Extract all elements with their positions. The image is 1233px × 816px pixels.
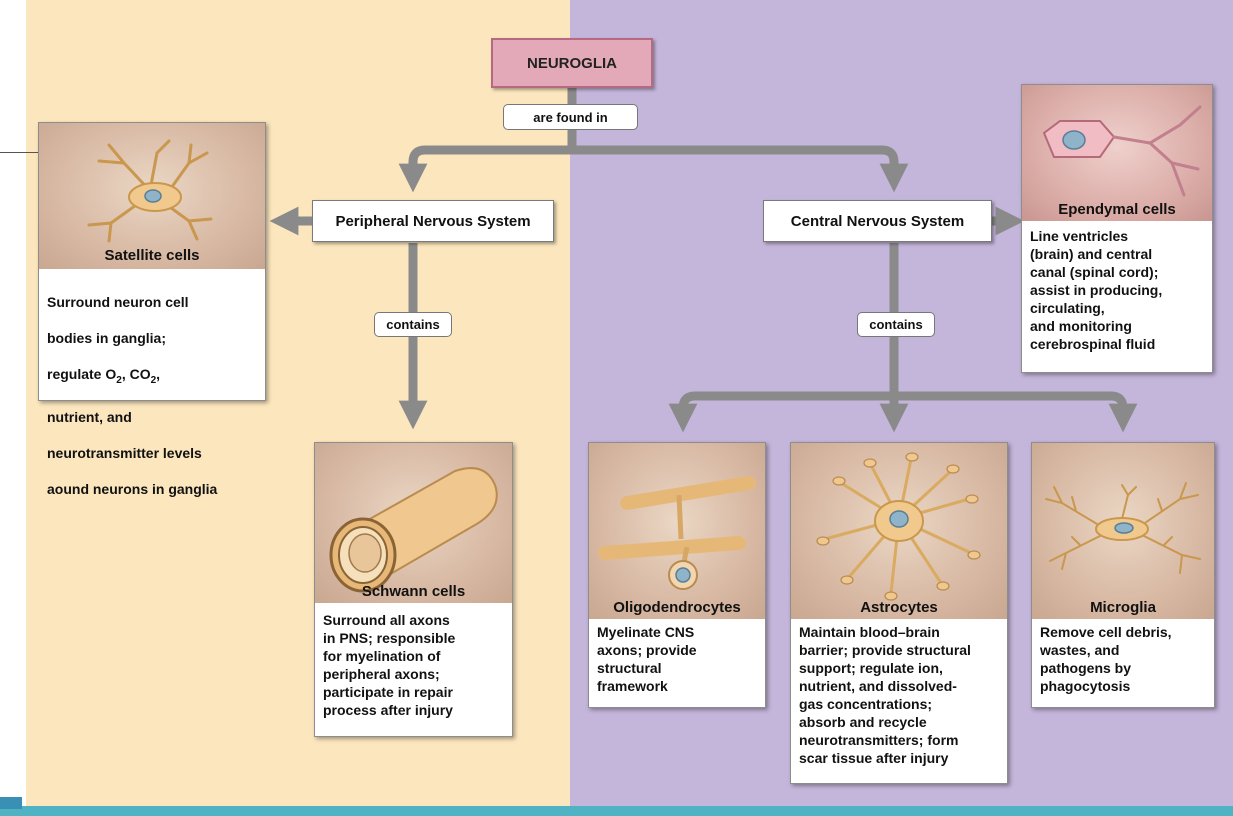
- schwann-cell-icon: [329, 467, 498, 593]
- arrow-cns-to-microglia: [894, 391, 1138, 433]
- card-oligodendrocytes: Oligodendrocytes Myelinate CNS axons; pr…: [588, 442, 766, 708]
- bottom-accent-bar: [0, 806, 1233, 816]
- arrow-branch-to-pns: [398, 145, 572, 193]
- bottom-accent-tab: [0, 797, 22, 809]
- card-schwann-cells: Schwann cells Surround all axons in PNS;…: [314, 442, 513, 737]
- astrocyte-icon: [816, 452, 981, 601]
- label-are-found-in: are found in: [503, 104, 638, 130]
- astrocytes-description: Maintain blood–brain barrier; provide st…: [799, 624, 971, 766]
- oligodendrocytes-name: Oligodendrocytes: [613, 599, 741, 616]
- astrocytes-name: Astrocytes: [860, 599, 938, 616]
- ependymal-cell-illustration: [1022, 85, 1212, 221]
- ependymal-cells-name: Ependymal cells: [1058, 201, 1176, 218]
- schwann-cell-illustration: [315, 443, 512, 603]
- card-ependymal-cells: Ependymal cells Line ventricles (brain) …: [1021, 84, 1213, 373]
- microglia-illustration: [1032, 443, 1214, 619]
- ependymal-cells-description: Line ventricles (brain) and central cana…: [1030, 228, 1163, 352]
- card-astrocytes: Astrocytes Maintain blood–brain barrier;…: [790, 442, 1008, 784]
- microglia-name: Microglia: [1090, 599, 1156, 616]
- microglia-icon: [1045, 482, 1201, 574]
- slide-rule: [0, 152, 44, 153]
- ependymal-cell-icon: [1042, 105, 1202, 197]
- arrow-cns-to-oligodendrocytes: [668, 391, 894, 433]
- arrow-branch-to-cns: [572, 145, 909, 193]
- title-neuroglia: NEUROGLIA: [491, 38, 653, 88]
- pns-box: Peripheral Nervous System: [312, 200, 554, 242]
- label-pns-contains: contains: [374, 312, 452, 337]
- card-microglia: Microglia Remove cell debris, wastes, an…: [1031, 442, 1215, 708]
- label-cns-contains: contains: [857, 312, 935, 337]
- satellite-cells-description: Surround neuron cell bodies in ganglia; …: [47, 294, 218, 497]
- satellite-cell-icon: [87, 139, 213, 243]
- oligodendrocyte-illustration: [589, 443, 765, 619]
- card-satellite-cells: Satellite cells Surround neuron cell bod…: [38, 122, 266, 497]
- astrocyte-illustration: [791, 443, 1007, 619]
- microglia-description: Remove cell debris, wastes, and pathogen…: [1040, 624, 1172, 694]
- schwann-cells-description: Surround all axons in PNS; responsible f…: [323, 612, 456, 718]
- cns-box: Central Nervous System: [763, 200, 992, 242]
- schwann-cells-name: Schwann cells: [361, 583, 466, 600]
- satellite-cells-name: Satellite cells: [104, 247, 200, 264]
- oligodendrocytes-description: Myelinate CNS axons; provide structural …: [597, 624, 697, 694]
- satellite-cell-illustration: [39, 123, 265, 269]
- oligodendrocyte-icon: [598, 476, 756, 590]
